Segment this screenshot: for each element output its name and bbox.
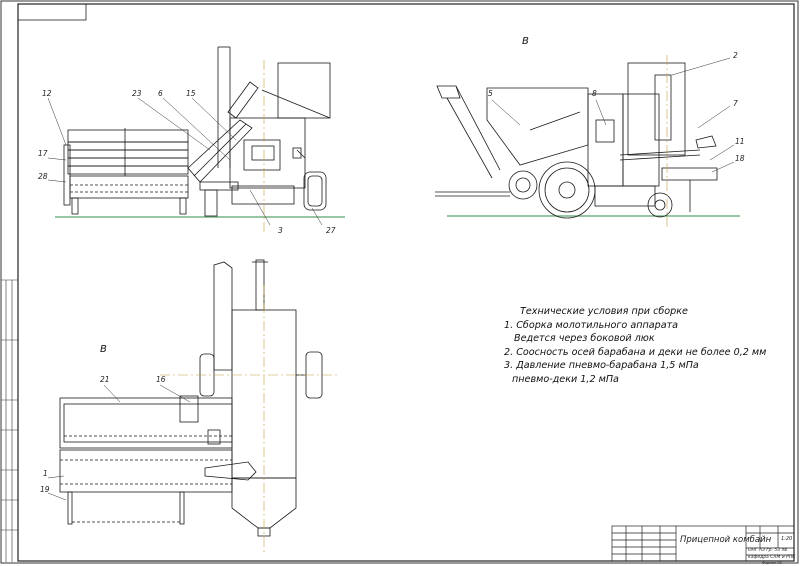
callout-15: 15 [186, 89, 196, 98]
callout-1: 1 [43, 469, 48, 478]
callout-8: 8 [592, 89, 597, 98]
side-view-drawing [55, 46, 345, 218]
callout-6: 6 [158, 89, 163, 98]
sheet-format: Формат А1 [762, 561, 782, 565]
title-block-frame [611, 525, 795, 562]
notes-line-3: 2. Соосность осей барабана и деки не бол… [504, 346, 767, 358]
corner-stamp [17, 3, 87, 21]
inner-frame [17, 3, 795, 562]
organization: кафедра СХМ и РПК [748, 555, 796, 560]
notes-line-2: Ведется через боковой люк [514, 333, 655, 345]
callout-5: 5 [488, 89, 493, 98]
sheet-info: ОНГ АЗ гр. 53 пв [748, 548, 788, 553]
axis-lines [160, 55, 668, 555]
view-label-b-top: B [522, 36, 529, 47]
callout-28: 28 [38, 172, 48, 181]
leader-lines [47, 57, 735, 501]
rear-view-drawing [435, 62, 740, 219]
callout-21: 21 [100, 375, 110, 384]
callout-18: 18 [735, 154, 745, 163]
notes-line-5: пневмо-деки 1,2 мПа [512, 373, 619, 385]
notes-line-4: 3. Давление пневмо-барабана 1,5 мПа [504, 360, 699, 372]
technical-notes: Технические условия при сборке 1. Сборка… [488, 305, 766, 387]
top-view-drawing [59, 259, 323, 537]
callout-7: 7 [733, 99, 738, 108]
drawing-scale: 1:20 [781, 536, 793, 542]
callout-23: 23 [132, 89, 142, 98]
drawing-title: Прицепной комбайн [680, 535, 772, 545]
callout-17: 17 [38, 149, 48, 158]
notes-line-1: 1. Сборка молотильного аппарата [504, 319, 679, 331]
view-label-b-bottom: B [100, 344, 107, 355]
callout-19: 19 [40, 485, 50, 494]
callout-27: 27 [326, 226, 336, 235]
notes-title: Технические условия при сборке [520, 306, 688, 317]
callout-12: 12 [42, 89, 52, 98]
callout-3: 3 [278, 226, 283, 235]
left-binding-strip [1, 279, 18, 562]
callout-16: 16 [156, 375, 166, 384]
callout-2: 2 [733, 51, 738, 60]
callout-11: 11 [735, 137, 745, 146]
